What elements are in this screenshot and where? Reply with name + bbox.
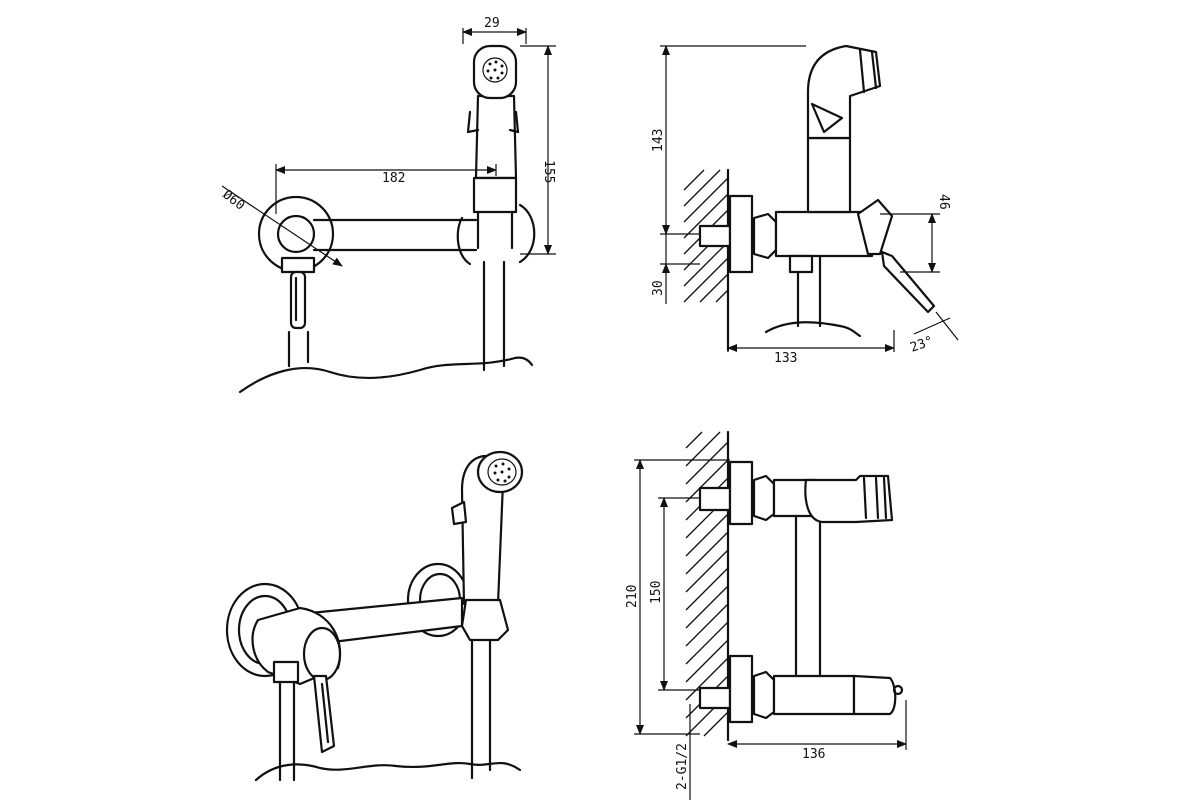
dim-lower-offset: 30 xyxy=(651,280,666,296)
side-view-2: 210 150 136 2-G1/2 xyxy=(625,430,907,800)
lever xyxy=(289,270,307,330)
lower-nut xyxy=(752,670,776,720)
valve-body xyxy=(280,256,316,274)
upper-inlet xyxy=(698,486,732,512)
dim-hose-head-width: 29 xyxy=(484,16,500,31)
lower-inlet xyxy=(698,686,732,710)
dim-centre-height: 150 xyxy=(649,581,664,604)
dim-flange-diameter: Ø60 xyxy=(220,187,248,213)
dim-projection-2: 136 xyxy=(802,747,825,762)
handle-knob xyxy=(276,214,316,254)
shower-holder xyxy=(460,598,510,642)
thread-label: 2-G1/2 xyxy=(675,743,690,790)
outlet xyxy=(272,660,300,684)
arm xyxy=(312,218,478,252)
dim-projection: 133 xyxy=(774,351,797,366)
dim-total-height: 210 xyxy=(625,585,640,608)
dim-lever-angle: 23° xyxy=(908,334,935,356)
side-shower-head xyxy=(806,44,882,140)
side-shower-head xyxy=(804,474,894,524)
lever-handle xyxy=(880,250,936,314)
hand-shower xyxy=(460,454,506,606)
inlet-pipe xyxy=(698,224,732,248)
dim-front-height: 155 xyxy=(541,160,556,183)
right-flange xyxy=(456,203,536,266)
outlet xyxy=(788,254,814,274)
front-view: 29 155 182 Ø60 xyxy=(220,16,556,394)
side-view: 143 30 46 133 23° xyxy=(651,44,959,366)
flange-plate xyxy=(728,194,754,274)
trigger xyxy=(810,102,844,134)
trigger xyxy=(450,500,468,526)
shower-column xyxy=(806,136,852,214)
lower-flange xyxy=(728,654,754,724)
dim-side-height: 143 xyxy=(651,129,666,152)
perspective-view xyxy=(225,450,524,782)
upper-nut xyxy=(752,474,776,522)
handle-knob xyxy=(302,626,342,682)
upper-flange xyxy=(728,460,754,526)
shower-holder xyxy=(472,176,518,214)
nut xyxy=(752,212,778,260)
shower-head xyxy=(472,44,518,100)
dim-arm-length: 182 xyxy=(382,171,405,186)
lower-body xyxy=(772,674,856,716)
dim-lever-height: 46 xyxy=(936,194,951,210)
valve-body xyxy=(774,210,874,258)
lower-lever xyxy=(852,674,897,716)
